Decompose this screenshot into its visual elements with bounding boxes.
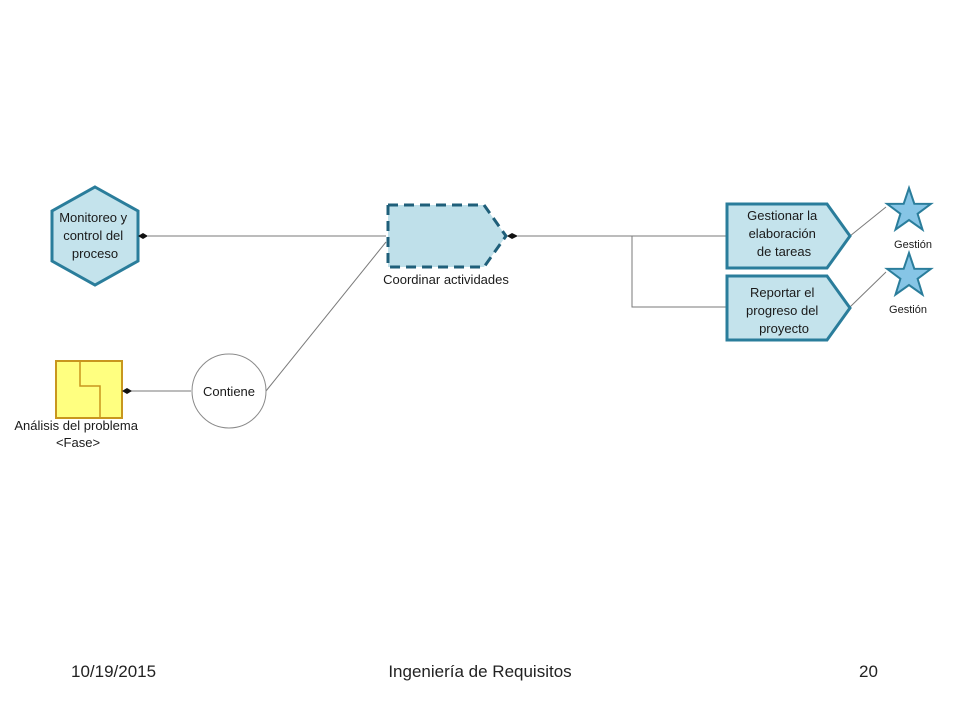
activity-label: Coordinar actividades bbox=[383, 272, 509, 287]
footer-date: 10/19/2015 bbox=[71, 662, 157, 681]
diamond-phase-end bbox=[122, 388, 132, 394]
svg-text:Gestionar la elaboración: Gestionar la elaboración de tareas bbox=[747, 208, 821, 259]
task1-label-line2: elaboración bbox=[749, 226, 816, 241]
hexagon-label-line2: control del bbox=[63, 228, 123, 243]
hexagon-label-line1: Monitoreo y bbox=[59, 210, 127, 225]
svg-text:Análisis del problema <Fas: Análisis del problema <Fase> bbox=[14, 418, 141, 450]
coordinate-activity-shape[interactable] bbox=[386, 203, 508, 269]
task1-label-line1: Gestionar la bbox=[747, 208, 818, 223]
hexagon-label-line3: proceso bbox=[72, 246, 118, 261]
connector-branch-task2 bbox=[631, 236, 726, 308]
footer-page-number: 20 bbox=[859, 662, 878, 681]
phase-icon-line bbox=[79, 361, 101, 418]
diamond-activity-end bbox=[507, 233, 518, 239]
svg-text:Monitoreo y control del: Monitoreo y control del proceso bbox=[59, 210, 131, 261]
phase-label-line1: Análisis del problema bbox=[14, 418, 138, 433]
management-star-icon[interactable] bbox=[884, 249, 934, 298]
star2-label: Gestión bbox=[889, 304, 927, 316]
process-hexagon[interactable] bbox=[50, 185, 140, 287]
connector-circle-activity bbox=[265, 241, 387, 392]
task1-label-line3: de tareas bbox=[757, 244, 812, 259]
task2-label-line1: Reportar el bbox=[750, 285, 814, 300]
star1-label: Gestión bbox=[894, 239, 932, 251]
svg-text:Reportar el progreso del: Reportar el progreso del proyecto bbox=[746, 285, 822, 336]
diamond-hexagon-end bbox=[138, 233, 148, 239]
connector-task2-star bbox=[849, 271, 887, 308]
task2-label-line3: proyecto bbox=[759, 321, 809, 336]
phase-label-line2: <Fase> bbox=[56, 435, 100, 450]
circle-label: Contiene bbox=[203, 384, 255, 399]
phase-box[interactable] bbox=[55, 360, 123, 419]
task-manage-elaboration[interactable] bbox=[725, 202, 852, 270]
management-star-icon[interactable] bbox=[884, 184, 934, 233]
task2-label-line2: progreso del bbox=[746, 303, 818, 318]
contains-circle[interactable] bbox=[191, 353, 267, 429]
footer-title: Ingeniería de Requisitos bbox=[388, 662, 572, 681]
task-report-progress[interactable] bbox=[725, 274, 852, 342]
connector-task1-star bbox=[849, 206, 887, 237]
